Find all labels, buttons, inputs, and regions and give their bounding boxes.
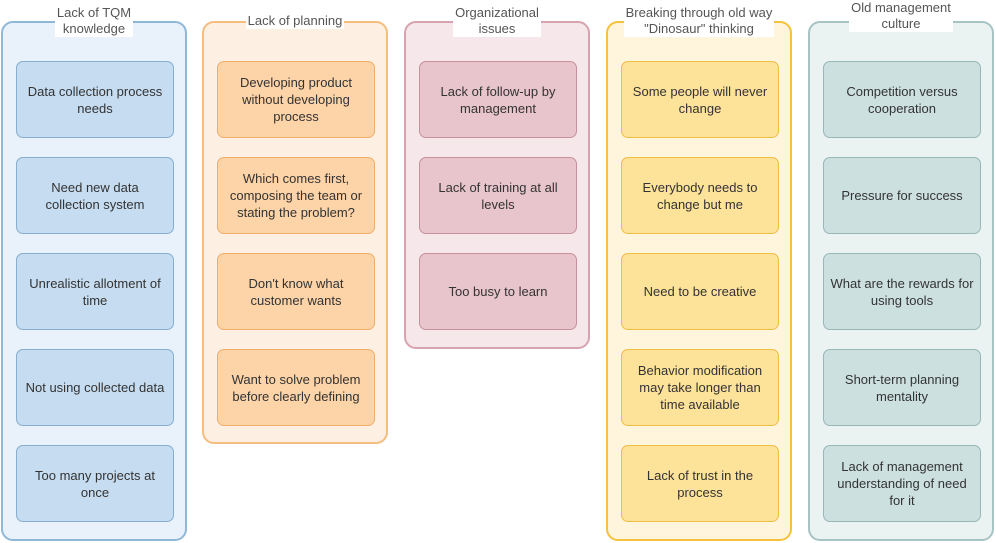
card[interactable]: Short-term planning mentality — [823, 349, 981, 426]
card[interactable]: Some people will never change — [621, 61, 779, 138]
card[interactable]: Need new data collection system — [16, 157, 174, 234]
card[interactable]: Lack of follow-up by management — [419, 61, 577, 138]
card[interactable]: Unrealistic allotment of time — [16, 253, 174, 330]
column-title: Lack of TQM knowledge — [54, 5, 134, 37]
card[interactable]: Don't know what customer wants — [217, 253, 375, 330]
card[interactable]: Behavior modification may take longer th… — [621, 349, 779, 426]
card[interactable]: Need to be creative — [621, 253, 779, 330]
column-title: Breaking through old way "Dinosaur" thin… — [623, 5, 775, 37]
card[interactable]: Too busy to learn — [419, 253, 577, 330]
card[interactable]: Want to solve problem before clearly def… — [217, 349, 375, 426]
column-title: Lack of planning — [245, 13, 345, 29]
card[interactable]: Competition versus cooperation — [823, 61, 981, 138]
column-title: Old management culture — [849, 0, 953, 32]
card[interactable]: Not using collected data — [16, 349, 174, 426]
card[interactable]: Too many projects at once — [16, 445, 174, 522]
card[interactable]: Developing product without developing pr… — [217, 61, 375, 138]
card[interactable]: Data collection process needs — [16, 61, 174, 138]
card[interactable]: Lack of management understanding of need… — [823, 445, 981, 522]
card[interactable]: What are the rewards for using tools — [823, 253, 981, 330]
column-breaking-through-old-way: Some people will never change Everybody … — [606, 21, 792, 541]
column-lack-of-tqm-knowledge: Data collection process needs Need new d… — [1, 21, 187, 541]
card[interactable]: Lack of training at all levels — [419, 157, 577, 234]
card[interactable]: Everybody needs to change but me — [621, 157, 779, 234]
card[interactable]: Which comes first, composing the team or… — [217, 157, 375, 234]
column-old-management-culture: Competition versus cooperation Pressure … — [808, 21, 994, 541]
column-organizational-issues: Lack of follow-up by management Lack of … — [404, 21, 590, 349]
card[interactable]: Lack of trust in the process — [621, 445, 779, 522]
card[interactable]: Pressure for success — [823, 157, 981, 234]
column-title: Organizational issues — [453, 5, 541, 37]
column-lack-of-planning: Developing product without developing pr… — [202, 21, 388, 444]
